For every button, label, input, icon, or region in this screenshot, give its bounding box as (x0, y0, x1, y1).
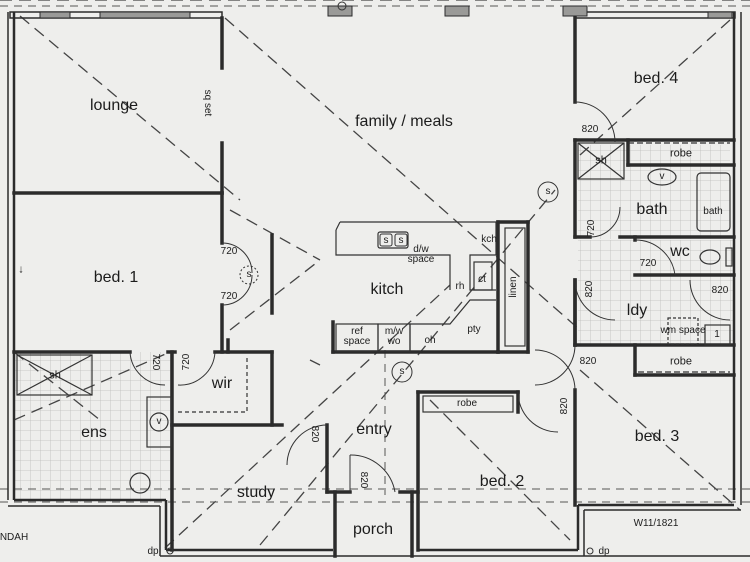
fixture-wm-space: wm space (660, 325, 706, 336)
room-label-kitchen: kitch (370, 281, 404, 298)
room-label-bed1: bed. 1 (93, 269, 139, 286)
room-label-bath: bath (636, 201, 668, 218)
fixture-pantry: pty (467, 324, 481, 335)
fixture-rh: rh (455, 281, 465, 292)
arrow-down-icon: ↓ (18, 263, 24, 276)
fixture-ens-vanity: v (156, 416, 162, 427)
fixture-shower: sh (595, 154, 607, 167)
room-label-bed3: bed. 3 (634, 428, 680, 445)
fixture-sq-set: sq set (202, 89, 213, 117)
dim-wc-door: 720 (639, 258, 657, 269)
smoke-detector-1: s (246, 269, 252, 280)
fixture-oven-hob: oh (424, 335, 436, 346)
dim-ldy-door-left: 820 (584, 280, 595, 298)
dim-bed3-door-top: 820 (579, 356, 597, 367)
fixture-mw-wo: m/w wo (384, 326, 404, 347)
annotation-window-code: W11/1821 (633, 518, 679, 529)
fixture-robe-bed3: robe (669, 355, 693, 368)
dim-ens-door: 720 (150, 353, 161, 371)
dim-study-door: 820 (309, 425, 320, 443)
room-label-laundry: ldy (626, 302, 648, 319)
room-label-wc: wc (670, 243, 690, 260)
fixture-dw-space: d/w space (407, 244, 435, 265)
dim-bed4-door: 820 (581, 124, 599, 135)
dim-ldy-door-right: 820 (711, 285, 729, 296)
dim-front-door: 820 (358, 471, 369, 489)
room-label-bed2: bed. 2 (479, 473, 525, 490)
room-label-study: study (236, 484, 276, 501)
fixture-vanity: v (659, 171, 665, 182)
room-label-lounge: lounge (89, 97, 139, 114)
fixture-robe-bed4: robe (669, 147, 693, 160)
dim-bed3-door-side: 820 (559, 397, 570, 415)
fixture-robe-bed2: robe (456, 398, 478, 409)
room-label-family-meals: family / meals (355, 113, 453, 130)
fixture-kch: kch (481, 234, 497, 245)
annotation-downpipe-left: dp (147, 546, 159, 557)
fixture-ct: ct (478, 274, 486, 285)
smoke-detector-2: s (545, 186, 551, 197)
fixture-ref-space: ref space (343, 326, 371, 347)
dim-bed1-door-bottom: 720 (220, 291, 238, 302)
room-label-ensuite: ens (81, 424, 107, 441)
fixture-trough: 1 (714, 329, 720, 340)
room-label-porch: porch (352, 521, 394, 538)
dim-bed1-door-top: 720 (220, 246, 238, 257)
smoke-detector-3: s (399, 366, 405, 377)
annotation-verandah: NDAH (0, 532, 29, 543)
room-label-bed4: bed. 4 (633, 70, 679, 87)
fixture-ens-shower: sh (49, 369, 61, 382)
fixture-linen: linen (508, 276, 519, 298)
room-label-wir: wir (211, 375, 233, 392)
fixture-sink-2: s (398, 235, 404, 246)
fixture-sink-1: s (383, 235, 389, 246)
dim-wir-door: 720 (181, 353, 192, 371)
dim-bath-door: 720 (586, 219, 597, 237)
fixture-bath-tub: bath (703, 206, 723, 217)
annotation-downpipe-right: dp (598, 546, 610, 557)
room-label-entry: entry (356, 421, 392, 438)
